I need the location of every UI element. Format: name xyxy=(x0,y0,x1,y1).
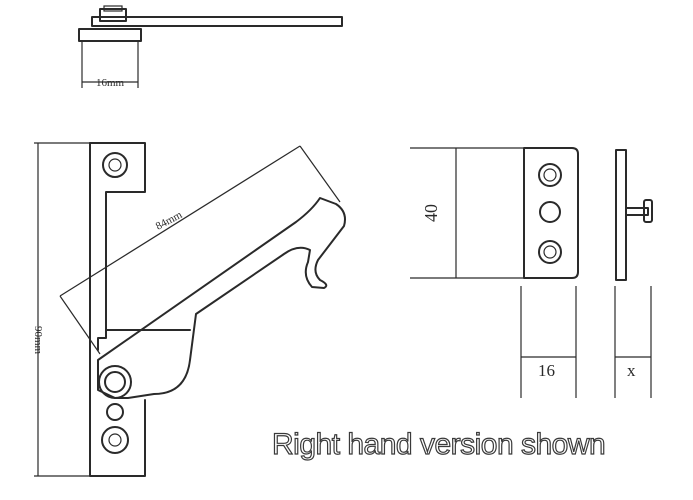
side-hole-bottom xyxy=(538,240,562,264)
small-hole xyxy=(106,403,124,421)
front-view: 90mm 84mm xyxy=(32,142,346,477)
edge-pin-stem xyxy=(625,207,649,216)
side-hole-bottom-inner xyxy=(543,245,557,259)
top-dim-label: 16mm xyxy=(96,77,125,89)
side-view: 40 16 xyxy=(410,147,579,398)
restrictor-arm xyxy=(97,197,346,399)
top-view-knob-cap xyxy=(103,5,123,12)
edge-plate xyxy=(615,149,627,281)
side-hole-top xyxy=(538,163,562,187)
screw-hole-bottom xyxy=(101,426,129,454)
edge-pin-head xyxy=(643,199,653,223)
caption: Right hand version shown xyxy=(271,427,606,461)
edge-view: x xyxy=(614,149,653,398)
arm-dim-ext-left xyxy=(59,295,101,355)
arm-dim-label: 84mm xyxy=(154,209,185,233)
side-plate xyxy=(523,147,579,279)
height-dim-label: 90mm xyxy=(32,326,44,355)
screw-hole-top-inner xyxy=(108,158,122,172)
pivot-rivet-inner xyxy=(104,371,126,393)
top-view: 16mm xyxy=(78,5,343,89)
plate-upper-outline xyxy=(89,142,146,351)
thickness-dim-label: x xyxy=(627,361,636,380)
top-view-knob xyxy=(99,8,127,22)
side-dim-label: 40 xyxy=(421,204,441,222)
top-view-arm xyxy=(91,16,343,27)
side-hole-top-inner xyxy=(543,168,557,182)
screw-hole-top xyxy=(102,152,128,178)
arm-dim-ext-right xyxy=(299,145,341,203)
screw-hole-bottom-inner xyxy=(108,433,122,447)
arm-dim-line xyxy=(59,145,301,297)
side-hole-middle xyxy=(539,201,561,223)
width-dim-label: 16 xyxy=(538,361,555,380)
top-view-base-plate xyxy=(78,28,142,42)
plate-outer-outline xyxy=(89,142,146,477)
